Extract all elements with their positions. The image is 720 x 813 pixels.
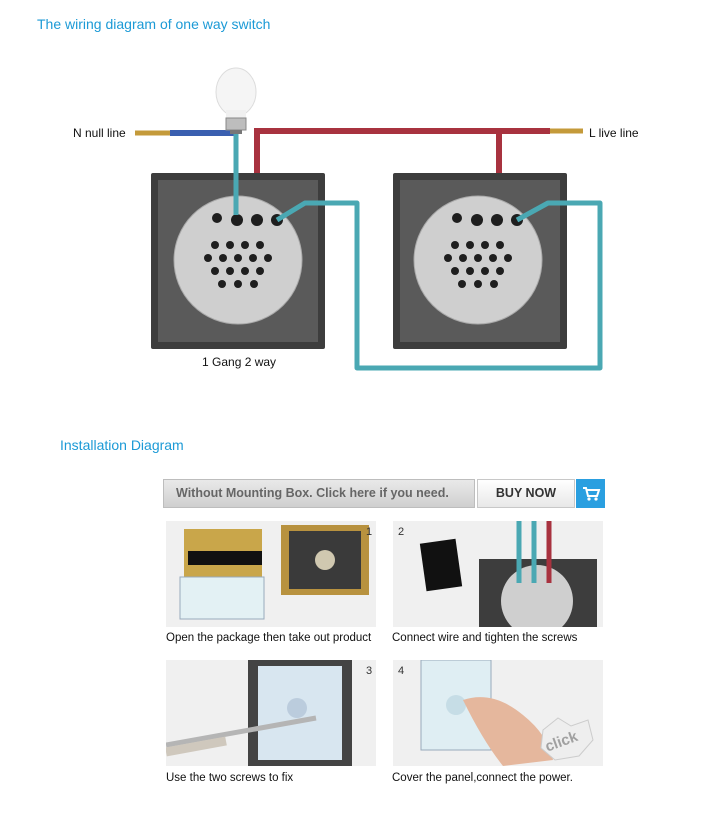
mounting-box-link[interactable]: Without Mounting Box. Click here if you … [163,479,475,508]
traveller-wire [275,200,603,371]
mounting-box-banner[interactable]: Without Mounting Box. Click here if you … [163,479,605,508]
screwdriver-illustration [165,660,352,766]
switch-plate-2 [393,173,567,349]
wiring-title: The wiring diagram of one way switch [37,16,271,32]
buy-now-button[interactable]: BUY NOW [477,479,575,508]
step-1-caption: Open the package then take out product [166,632,372,644]
step-2-image: 2 [393,521,603,637]
gang-label: 1 Gang 2 way [202,355,277,369]
panel-cover-illustration: click [420,659,594,766]
wiring-illustration [419,521,597,637]
installation-title: Installation Diagram [60,437,184,453]
wiring-diagram [135,67,603,371]
step-2-caption: Connect wire and tighten the screws [392,632,578,644]
product-package-illustration [179,525,369,620]
neutral-line-label: N null line [73,126,126,140]
step-4-image: click 4 [393,659,603,766]
step-number: 3 [366,665,373,677]
step-number: 4 [398,665,405,677]
shopping-cart-icon[interactable] [576,479,605,508]
switch-plate-1 [151,173,325,349]
step-number: 1 [366,526,373,538]
step-3-image: 3 [165,660,376,766]
light-bulb-icon [215,67,257,134]
step-1-image: 1 [166,521,376,627]
step-3-caption: Use the two screws to fix [166,772,294,784]
step-number: 2 [398,526,405,538]
step-4-caption: Cover the panel,connect the power. [392,772,573,784]
live-line-label: L live line [589,126,639,140]
click-stamp: click [540,717,594,761]
